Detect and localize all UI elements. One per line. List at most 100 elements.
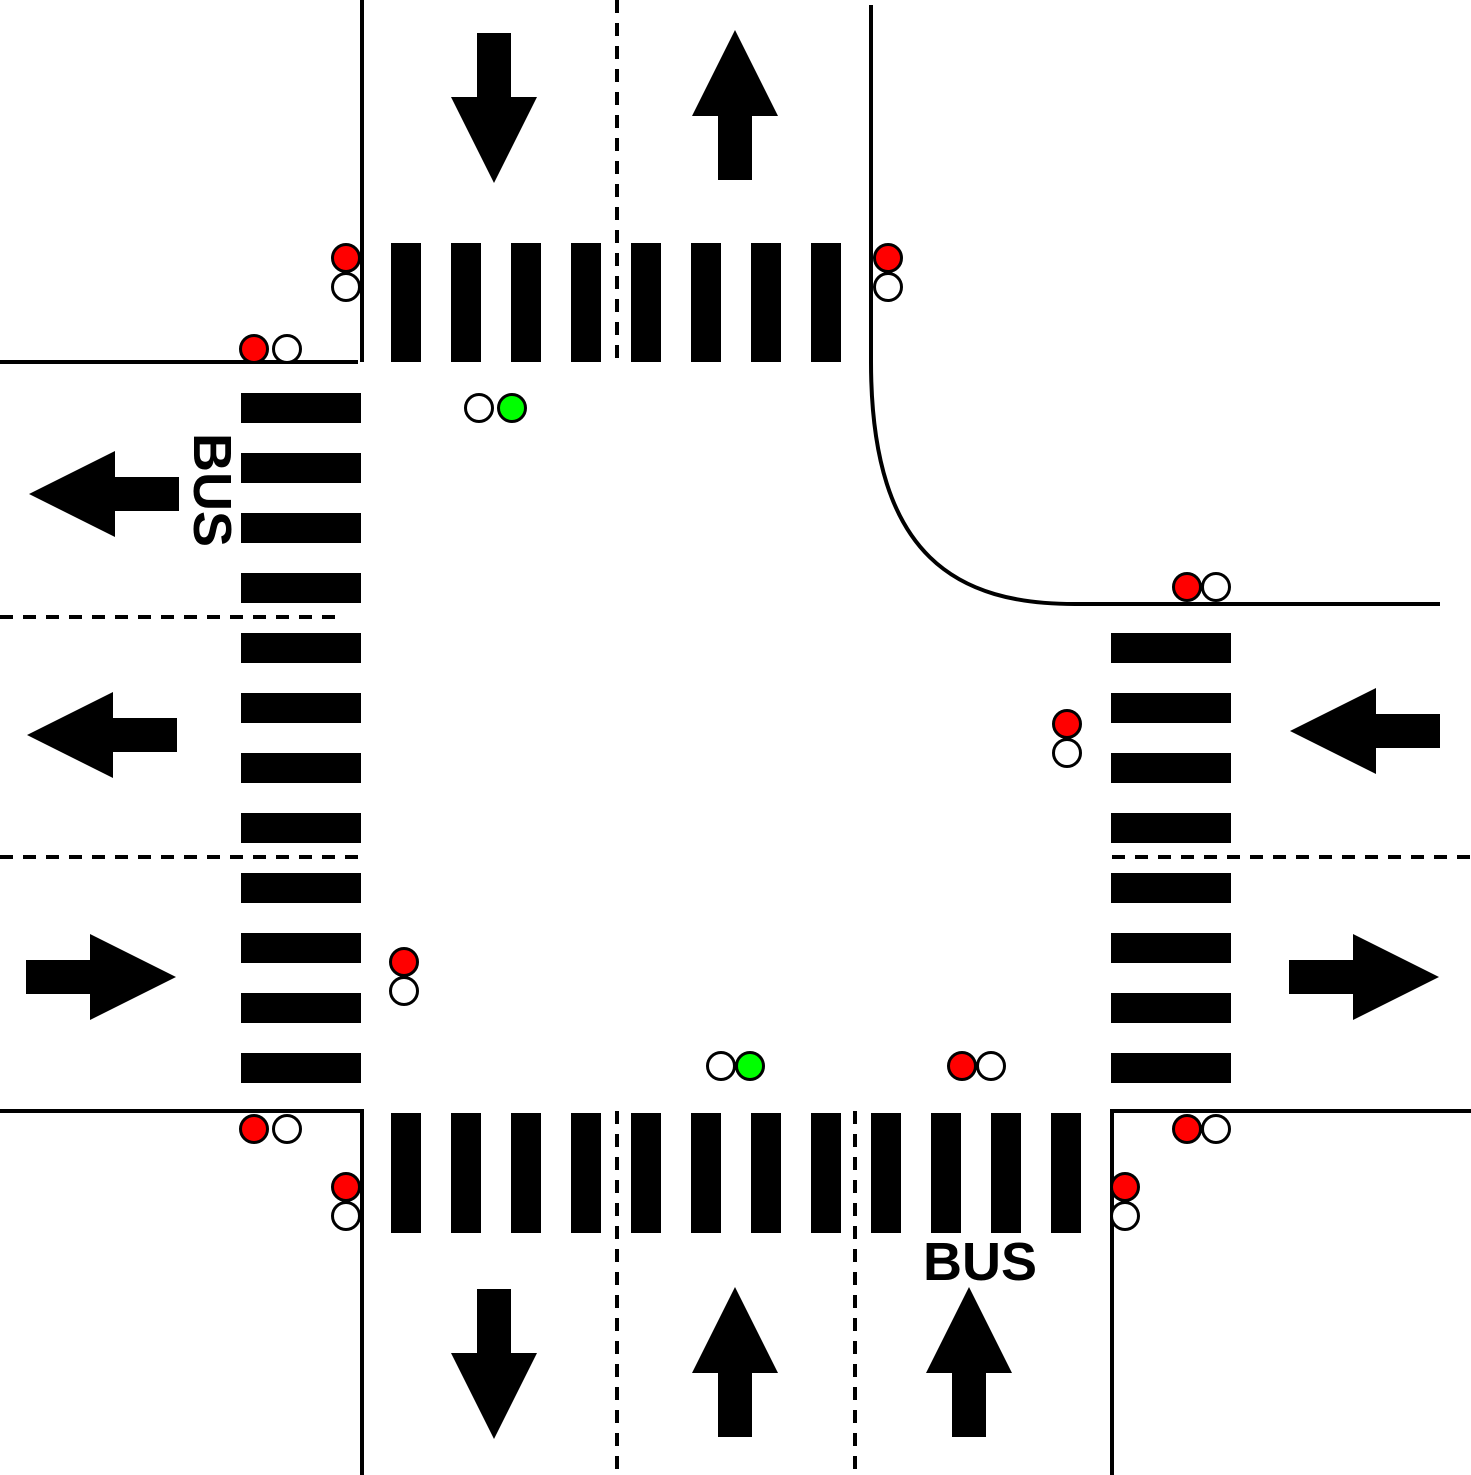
crosswalk-stripe <box>631 243 661 362</box>
north-crosswalk-east-signal <box>873 243 903 302</box>
arrow-left-icon <box>27 692 177 778</box>
crosswalk-stripe <box>241 633 361 663</box>
west-crosswalk-north-signal <box>239 334 302 364</box>
north-crosswalk <box>391 243 841 362</box>
crosswalk-stripe <box>991 1113 1021 1233</box>
east-crosswalk-south-signal <box>1172 1114 1231 1144</box>
crosswalk-stripe <box>811 243 841 362</box>
crosswalk-stripe <box>1111 753 1231 783</box>
red-lamp <box>239 1114 269 1144</box>
crosswalk-stripe <box>1111 813 1231 843</box>
crosswalk-stripe <box>511 1113 541 1233</box>
crosswalk-stripe <box>1111 1053 1231 1083</box>
red-lamp <box>1172 572 1202 602</box>
red-lamp <box>706 1051 736 1081</box>
crosswalk-stripe <box>751 1113 781 1233</box>
crosswalk-stripe <box>1051 1113 1081 1233</box>
crosswalk-stripe <box>241 993 361 1023</box>
green-lamp <box>1201 572 1231 602</box>
crosswalk-stripe <box>241 873 361 903</box>
crosswalk-stripe <box>241 813 361 843</box>
crosswalk-stripe <box>871 1113 901 1233</box>
crosswalk-stripe <box>691 243 721 362</box>
crosswalk-stripe <box>931 1113 961 1233</box>
green-lamp <box>735 1051 765 1081</box>
green-lamp <box>389 976 419 1006</box>
crosswalk-stripe <box>691 1113 721 1233</box>
arrow-left-icon <box>1290 688 1440 774</box>
crosswalk-stripe <box>241 573 361 603</box>
green-lamp <box>331 1201 361 1231</box>
crosswalk-stripe <box>1111 633 1231 663</box>
red-lamp <box>1052 709 1082 739</box>
red-lamp <box>331 243 361 273</box>
north-crosswalk-west-signal <box>331 243 361 302</box>
red-lamp <box>1110 1172 1140 1202</box>
west-crosswalk <box>241 393 361 1083</box>
north-approach-signal <box>464 393 527 423</box>
crosswalk-stripe <box>451 1113 481 1233</box>
south-bus-lane-signal <box>947 1051 1006 1081</box>
red-lamp <box>873 243 903 273</box>
northeast-curved-curb <box>869 5 1440 606</box>
green-lamp <box>873 272 903 302</box>
red-lamp <box>1172 1114 1202 1144</box>
crosswalk-stripe <box>811 1113 841 1233</box>
arrow-right-icon <box>1289 934 1439 1020</box>
arrow-up-icon <box>692 30 778 180</box>
crosswalk-stripe <box>241 453 361 483</box>
south-bus-lane-label: BUS <box>923 1232 1037 1292</box>
crosswalk-stripe <box>1111 993 1231 1023</box>
green-lamp <box>331 272 361 302</box>
south-crosswalk <box>391 1113 1081 1233</box>
signals <box>239 243 1231 1231</box>
crosswalk-stripe <box>241 393 361 423</box>
red-lamp <box>464 393 494 423</box>
crosswalk-stripe <box>391 243 421 362</box>
east-approach-signal <box>1052 709 1082 768</box>
red-lamp <box>239 334 269 364</box>
east-crosswalk <box>1111 633 1231 1083</box>
arrow-down-icon <box>451 1289 537 1439</box>
crosswalk-stripe <box>631 1113 661 1233</box>
crosswalk-stripe <box>571 1113 601 1233</box>
west-bus-lane-label: BUS <box>182 433 242 547</box>
crosswalk-stripe <box>391 1113 421 1233</box>
green-lamp <box>1110 1201 1140 1231</box>
red-lamp <box>331 1172 361 1202</box>
crosswalk-stripe <box>241 753 361 783</box>
arrow-left-icon <box>29 451 179 537</box>
red-lamp <box>947 1051 977 1081</box>
south-approach-signal <box>706 1051 765 1081</box>
crosswalk-stripe <box>751 243 781 362</box>
crosswalk-stripe <box>1111 873 1231 903</box>
crosswalk-stripe <box>451 243 481 362</box>
south-crosswalk-east-signal <box>1110 1172 1140 1231</box>
crosswalk-stripe <box>1111 693 1231 723</box>
green-lamp <box>1201 1114 1231 1144</box>
crosswalk-stripe <box>241 933 361 963</box>
lane-arrows <box>26 30 1440 1439</box>
crosswalk-stripe <box>241 1053 361 1083</box>
crosswalk-stripe <box>571 243 601 362</box>
green-lamp <box>272 334 302 364</box>
green-lamp <box>272 1114 302 1144</box>
south-crosswalk-west-signal <box>331 1172 361 1231</box>
west-approach-signal <box>389 947 419 1006</box>
southeast-curb <box>1110 1109 1471 1475</box>
crosswalk-stripe <box>241 513 361 543</box>
east-crosswalk-north-signal <box>1172 572 1231 602</box>
west-crosswalk-south-signal <box>239 1114 302 1144</box>
green-lamp <box>497 393 527 423</box>
crosswalk-stripe <box>511 243 541 362</box>
red-lamp <box>389 947 419 977</box>
arrow-right-icon <box>26 934 176 1020</box>
southwest-curb <box>0 1109 364 1475</box>
arrow-down-icon <box>451 33 537 183</box>
green-lamp <box>976 1051 1006 1081</box>
arrow-up-icon <box>926 1287 1012 1437</box>
